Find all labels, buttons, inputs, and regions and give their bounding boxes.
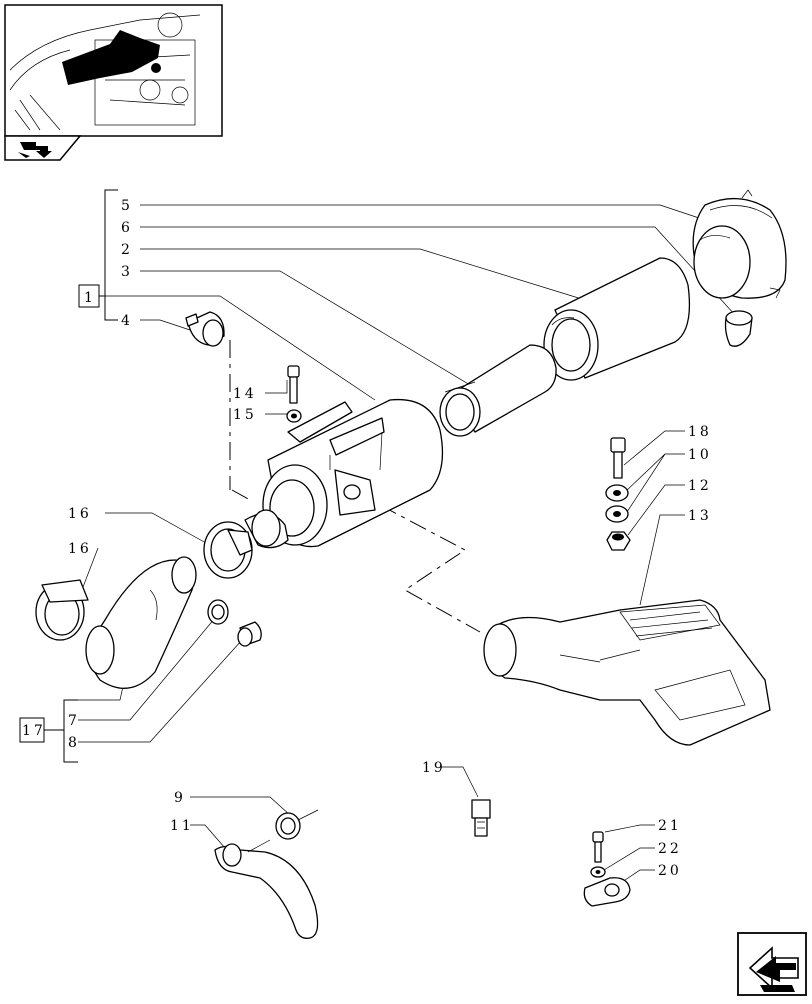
- callout-18: 18: [688, 424, 712, 440]
- part-10-washer-b[interactable]: [605, 505, 629, 523]
- callout-2: 2: [121, 242, 133, 258]
- callout-16a: 16: [68, 506, 92, 522]
- callout-8: 8: [68, 735, 80, 751]
- callout-16b: 16: [68, 541, 92, 557]
- callout-17: 17: [22, 723, 46, 739]
- callout-14: 14: [233, 386, 257, 402]
- assembly-dash-lines: [229, 340, 481, 633]
- callout-3: 3: [121, 264, 133, 280]
- part-16-clamp-a[interactable]: [203, 521, 253, 579]
- part-9-clamp[interactable]: [275, 809, 319, 840]
- callout-7: 7: [68, 713, 80, 729]
- part-22-washer[interactable]: [590, 866, 606, 878]
- callout-1: 1: [84, 290, 96, 306]
- part-12-nut[interactable]: [606, 531, 631, 551]
- callout-22: 22: [658, 841, 682, 857]
- part-2-filter-element[interactable]: [543, 257, 691, 381]
- next-page-arrow-icon[interactable]: [737, 932, 807, 996]
- part-8-cap[interactable]: [237, 621, 262, 647]
- callout-19: 19: [422, 760, 446, 776]
- callout-10: 10: [688, 447, 712, 463]
- group-1-bracket: [78, 189, 118, 321]
- part-21-screw[interactable]: [592, 831, 604, 863]
- part-6-valve[interactable]: [724, 310, 753, 347]
- part-18-bolt[interactable]: [610, 437, 626, 479]
- part-17-hose[interactable]: [85, 556, 197, 689]
- callout-6: 6: [121, 220, 133, 236]
- book-arrow-icon: [4, 135, 82, 161]
- part-14-bolt[interactable]: [287, 365, 300, 404]
- callout-11: 11: [170, 818, 194, 834]
- part-5-cover[interactable]: [692, 189, 787, 299]
- part-16-clamp-b[interactable]: [35, 579, 89, 641]
- part-20-clip[interactable]: [583, 877, 631, 907]
- engine-locator-thumbnail[interactable]: [4, 4, 223, 137]
- callout-4: 4: [121, 313, 133, 329]
- part-11-hose[interactable]: [214, 839, 319, 939]
- part-15-washer[interactable]: [286, 409, 302, 423]
- callout-9: 9: [174, 790, 186, 806]
- part-3-safety-element[interactable]: [439, 344, 557, 437]
- part-1-housing[interactable]: [244, 398, 444, 549]
- part-13-intake-duct[interactable]: [483, 599, 771, 746]
- callout-13: 13: [688, 508, 712, 524]
- callout-21: 21: [658, 818, 682, 834]
- callout-5: 5: [121, 198, 133, 214]
- part-7-clamp[interactable]: [207, 599, 229, 625]
- group-17-bracket: [19, 699, 78, 763]
- part-4-sensor[interactable]: [185, 311, 225, 347]
- part-19-bolt[interactable]: [471, 799, 491, 837]
- callout-labels: 5 6 2 3 1 4 14 15 16 16 17 7 8 18 10 12 …: [22, 198, 712, 879]
- callout-12: 12: [688, 478, 712, 494]
- part-10-washer-a[interactable]: [605, 484, 629, 502]
- callout-20: 20: [658, 863, 682, 879]
- callout-15: 15: [233, 407, 257, 423]
